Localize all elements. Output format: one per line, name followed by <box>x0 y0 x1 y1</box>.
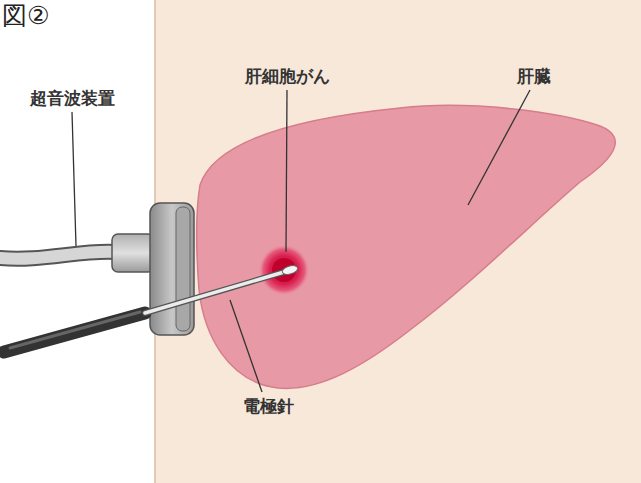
liver-shape <box>197 105 616 388</box>
part-label: 肝臓 <box>517 66 551 86</box>
leader-line <box>468 90 530 205</box>
needle-tip <box>281 264 299 276</box>
probe-neck <box>112 234 154 272</box>
tumor <box>258 244 310 296</box>
leader-line <box>286 90 287 252</box>
part-label: 超音波装置 <box>30 88 115 108</box>
probe-cable <box>0 252 115 259</box>
figure-title: 図② <box>2 2 49 30</box>
electrode-needle <box>145 272 284 313</box>
body-panel <box>155 0 641 483</box>
needle-handle <box>4 313 145 352</box>
part-label: 肝細胞がん <box>245 66 330 86</box>
leader-line <box>72 112 76 246</box>
part-label: 電極針 <box>243 396 294 416</box>
leader-line <box>230 300 262 392</box>
probe-head <box>150 203 194 335</box>
